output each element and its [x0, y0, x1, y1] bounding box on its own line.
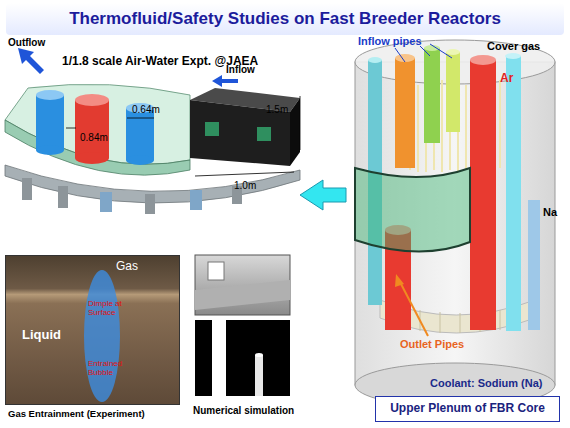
tank-leg [22, 178, 32, 200]
section-edge [469, 168, 471, 242]
experiment-tank [2, 48, 300, 214]
pipe-cyan [506, 56, 521, 331]
cylinder-red [75, 100, 109, 158]
tank-leg [58, 186, 68, 208]
phase-label: Gas [116, 260, 138, 273]
pipe-orange [395, 58, 415, 168]
box-text: Upper Plenum of FBR Core [376, 402, 559, 415]
outlet-leader [400, 282, 428, 336]
dimension-line [195, 172, 294, 176]
dimension-line [127, 118, 154, 119]
callout-text: Dimple at Surface [88, 300, 128, 318]
sim-bar-top [255, 353, 263, 357]
note: Coolant: Sodium (Na) [430, 377, 542, 389]
window [205, 122, 219, 136]
part-label: Outlet Pipes [400, 338, 464, 350]
pipe-green [424, 48, 440, 143]
sim-cube [208, 262, 224, 280]
tank-leg [100, 192, 112, 212]
experiment-photo: GasLiquidGas Entrainment (Experiment)Dim… [5, 255, 180, 405]
title: Thermofluid/Safety Studies on Fast Breed… [6, 10, 564, 29]
grid-lines [400, 306, 520, 333]
dimension-line [66, 128, 76, 129]
tank-leg [190, 190, 202, 210]
caption: Gas Entrainment (Experiment) [8, 409, 145, 419]
sim-bar [212, 320, 226, 396]
cylinder-blue [36, 95, 64, 150]
bubble-ellipse [84, 270, 120, 402]
sim-bar [255, 355, 263, 396]
caption: Numerical simulation [193, 405, 294, 416]
inflow-arrow [212, 75, 238, 87]
dimension: 1.0m [234, 180, 256, 191]
cylinder-base [75, 152, 109, 164]
dimension-line [300, 96, 301, 150]
cylinder-base [36, 145, 64, 155]
pipe-top [446, 49, 460, 55]
bubble-region: Dimple at SurfaceEntrained Bubble [82, 268, 122, 404]
caption-box: Upper Plenum of FBR Core [375, 396, 560, 422]
dimension: 0.84m [80, 132, 108, 143]
sim-panel [195, 255, 290, 315]
simulation-panels [195, 255, 290, 396]
pipe-top [368, 57, 382, 63]
inflow-chamber [190, 100, 290, 166]
tank-leg [145, 194, 155, 214]
pipe-top [395, 54, 415, 62]
cylinder-top [75, 94, 109, 106]
ellipse-outline [82, 268, 122, 404]
cylinder-blue [126, 108, 154, 160]
callout-text: Entrained Bubble [88, 360, 128, 378]
title-band [6, 3, 564, 35]
flow-label: Inflow [226, 64, 255, 75]
pipe-top [505, 53, 521, 59]
dimension: 1.5m [266, 104, 288, 115]
pipe-top [424, 45, 440, 51]
inflow-chamber-side [290, 98, 300, 166]
reactor-vessel [355, 40, 555, 407]
pipe-blue [528, 200, 540, 330]
pipe-red [470, 60, 496, 330]
section-highlight [355, 168, 470, 252]
part-label: Ar [500, 72, 513, 85]
leader-head [395, 274, 404, 287]
link-arrow [300, 180, 346, 210]
cylinder-base [126, 155, 154, 165]
pipe-top [470, 55, 496, 65]
sim-surface [195, 280, 290, 310]
part-label: Cover gas [487, 40, 540, 52]
part-label: Inflow pipes [358, 35, 422, 47]
sim-panel [195, 320, 290, 396]
flow-label: Outflow [8, 37, 45, 48]
phase-label: Liquid [22, 328, 61, 342]
outflow-arrow [18, 48, 44, 74]
dimension: 0.64m [132, 104, 160, 115]
cylinder-top [36, 90, 64, 100]
window [257, 127, 271, 141]
pipe-yellowgreen [446, 52, 460, 132]
part-label: Na [543, 206, 557, 218]
